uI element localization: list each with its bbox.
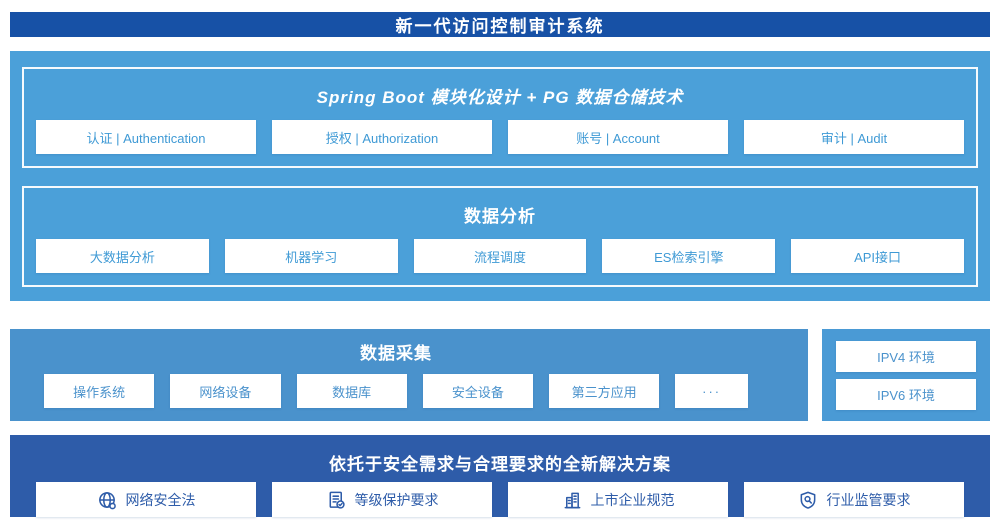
collection-box-security-device: 安全设备 (422, 374, 533, 408)
globe-icon (97, 490, 117, 510)
analysis-box-bigdata: 大数据分析 (36, 239, 209, 273)
solution-box-cybersecurity-law: 网络安全法 (36, 482, 256, 517)
collection-section: 数据采集 操作系统 网络设备 数据库 安全设备 第三方应用 ··· (10, 329, 808, 421)
collection-box-os: 操作系统 (44, 374, 155, 408)
collection-box-network-device: 网络设备 (170, 374, 281, 408)
collection-item-row: 操作系统 网络设备 数据库 安全设备 第三方应用 ··· (44, 374, 749, 408)
module-box-audit: 审计 | Audit (744, 120, 964, 154)
collection-title: 数据采集 (360, 344, 432, 363)
environment-section: IPV4 环境 IPV6 环境 (822, 329, 990, 421)
platform-section: Spring Boot 模块化设计 + PG 数据仓储技术 认证 | Authe… (10, 51, 990, 301)
solution-box-label: 网络安全法 (125, 491, 196, 508)
module-box-authorization: 授权 | Authorization (272, 120, 492, 154)
analysis-group: 数据分析 大数据分析 机器学习 流程调度 ES检索引擎 API接口 (22, 186, 978, 287)
document-check-icon (326, 490, 346, 510)
modules-group: Spring Boot 模块化设计 + PG 数据仓储技术 认证 | Authe… (22, 67, 978, 168)
solution-box-industry-regulation: 行业监管要求 (744, 482, 964, 517)
solution-box-listed-company: 上市企业规范 (508, 482, 728, 517)
analysis-item-row: 大数据分析 机器学习 流程调度 ES检索引擎 API接口 (36, 239, 964, 273)
modules-item-row: 认证 | Authentication 授权 | Authorization 账… (36, 120, 964, 154)
shield-search-icon (798, 490, 818, 510)
collection-box-database: 数据库 (296, 374, 407, 408)
solution-box-protection-level: 等级保护要求 (272, 482, 492, 517)
analysis-box-scheduling: 流程调度 (413, 239, 587, 273)
analysis-box-es: ES检索引擎 (602, 239, 776, 273)
solution-box-label: 上市企业规范 (590, 491, 675, 508)
building-icon (562, 490, 582, 510)
env-box-ipv6: IPV6 环境 (836, 379, 976, 410)
module-box-account: 账号 | Account (508, 120, 728, 154)
page-title: 新一代访问控制审计系统 (395, 17, 605, 36)
modules-group-title: Spring Boot 模块化设计 + PG 数据仓储技术 (316, 88, 684, 107)
solution-section: 依托于安全需求与合理要求的全新解决方案 网络安全法 (10, 435, 990, 517)
analysis-box-api: API接口 (791, 239, 964, 273)
module-box-authentication: 认证 | Authentication (36, 120, 256, 154)
solution-item-row: 网络安全法 等级保护要求 (36, 482, 964, 517)
solution-box-label: 等级保护要求 (354, 491, 439, 508)
system-title-banner: 新一代访问控制审计系统 (10, 12, 990, 37)
solution-box-label: 行业监管要求 (826, 491, 911, 508)
env-box-ipv4: IPV4 环境 (836, 341, 976, 372)
collection-box-more: ··· (675, 374, 749, 408)
collection-row: 数据采集 操作系统 网络设备 数据库 安全设备 第三方应用 ··· IPV4 环… (10, 329, 990, 421)
collection-box-thirdparty: 第三方应用 (549, 374, 660, 408)
analysis-box-ml: 机器学习 (224, 239, 398, 273)
analysis-group-title: 数据分析 (464, 207, 536, 226)
solution-title: 依托于安全需求与合理要求的全新解决方案 (329, 455, 671, 474)
